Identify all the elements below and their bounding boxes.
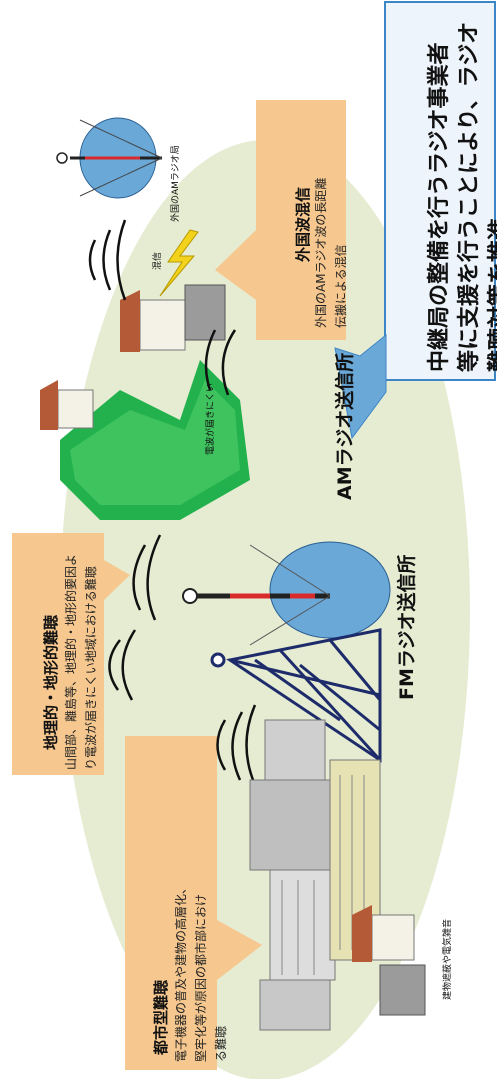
am-station-label: AMラジオ送信所	[334, 352, 356, 500]
am-station-tower	[182, 541, 391, 646]
lightning-icon	[159, 229, 199, 297]
fm-station-tower	[210, 628, 382, 763]
house-icon	[352, 905, 426, 1016]
callout-geo-body-2: り電波が届きにくい地域における難聴	[84, 566, 98, 770]
fm-station-label: FMラジオ送信所	[396, 554, 418, 700]
city-buildings	[249, 719, 381, 1031]
callout-urban-box	[125, 736, 217, 1070]
summary-line-1: 中継局の整備を行うラジオ事業者	[427, 42, 452, 372]
summary-line-3: 難聴対策を推進。	[487, 195, 497, 372]
callout-geo-body-1: 山間部、離島等、地理的・地形的要因よ	[64, 553, 78, 770]
callout-foreign-body-1: 外国のAMラジオ波の長距離	[314, 177, 328, 328]
building-noise-label: 建物遮蔽や電気雑音	[443, 918, 453, 1000]
radio-waves	[88, 219, 342, 881]
foreign-am-station	[56, 117, 163, 199]
callout-foreign-pointer	[215, 230, 256, 300]
callout-geo-title: 地理的・地形的難聴	[42, 614, 60, 750]
summary-panel	[384, 1, 496, 381]
callout-urban-pointer	[217, 920, 262, 980]
callout-geo-pointer	[104, 560, 130, 600]
callout-urban-title: 都市型難聴	[152, 979, 170, 1055]
callout-foreign-body-2: 伝搬による混信	[334, 244, 348, 328]
callout-urban-body-1: 電子機器の普及や建物の高層化、	[174, 881, 188, 1062]
foreign-am-label: 外国のAMラジオ局	[171, 145, 181, 222]
house-icon	[120, 284, 226, 352]
hard-to-reach-label: 電波が届きにくい	[206, 383, 216, 455]
callout-geo-box	[12, 533, 104, 775]
callout-urban-body-3: る難聴	[214, 1025, 228, 1062]
panel-pointer	[334, 333, 387, 440]
interference-label: 混信	[153, 251, 163, 270]
callout-foreign-title: 外国波混信	[294, 186, 312, 262]
callout-foreign-box	[256, 100, 346, 340]
summary-line-2: 等に支援を行うことにより、ラジオ	[457, 21, 482, 372]
house-icon	[40, 380, 94, 430]
forest-hills	[60, 360, 250, 520]
callout-urban-body-2: 堅牢化等が原因の都市部におけ	[194, 893, 208, 1062]
